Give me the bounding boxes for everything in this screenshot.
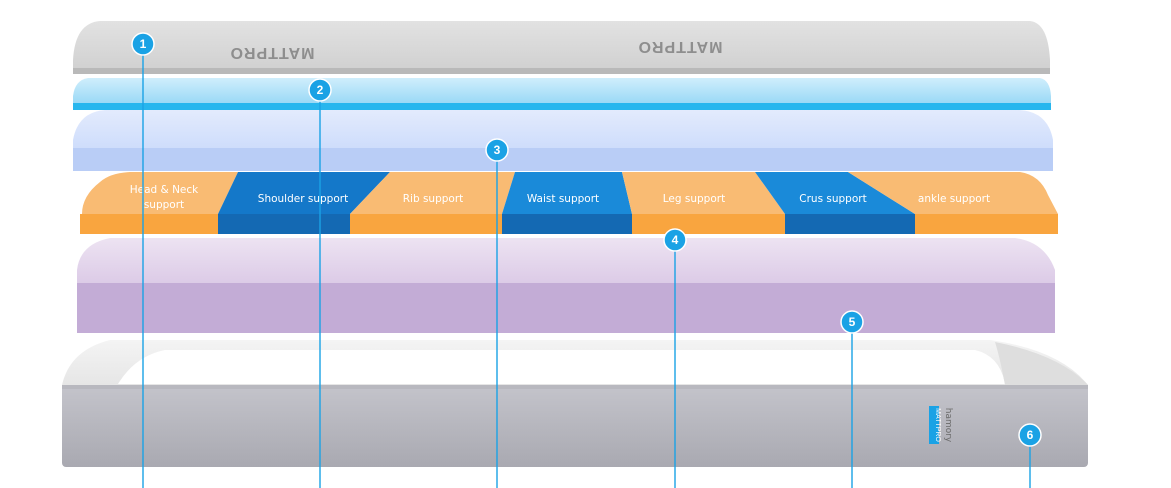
cover-layer: MATTPRO MATTPRO [73,21,1050,74]
zone-label-head-neck: Head & Neck [130,184,199,196]
marker-number-4: 4 [672,233,679,247]
marker-number-6: 6 [1027,428,1034,442]
zone-label-rib: Rib support [403,193,464,205]
zone-label-ankle: ankle support [918,193,990,205]
marker-number-5: 5 [849,315,856,329]
zone-label-shoulder: Shoulder support [258,193,348,205]
marker-number-1: 1 [140,37,147,51]
marker-lines [142,44,1031,488]
zone-label-waist: Waist support [527,193,599,205]
mattress-case-layer: MATTPRO hamory [62,340,1088,467]
marker-badge-1: 1 [131,32,155,56]
marker-badge-2: 2 [308,78,332,102]
zone-label-crus: Crus support [799,193,866,205]
marker-badge-3: 3 [485,138,509,162]
case-logo-text: MATTPRO [934,408,941,442]
case-brand-name: hamory [943,408,953,443]
gel-layer [73,78,1051,110]
marker-number-3: 3 [494,143,501,157]
comfort-foam-layer [73,110,1053,171]
marker-number-2: 2 [317,83,324,97]
support-zone-layer: Head & Neck support Shoulder support Rib… [80,172,1058,234]
cover-brand-print-left: MATTPRO [230,44,315,61]
marker-badges: 1 2 3 4 5 6 [131,32,1042,447]
base-foam-layer [77,238,1055,333]
marker-badge-5: 5 [840,310,864,334]
zone-label-head-neck-line2: support [144,199,184,211]
marker-badge-6: 6 [1018,423,1042,447]
marker-badge-4: 4 [663,228,687,252]
cover-brand-print-right: MATTPRO [638,38,723,55]
case-logo-tag [929,406,939,444]
zone-label-leg: Leg support [663,193,725,205]
